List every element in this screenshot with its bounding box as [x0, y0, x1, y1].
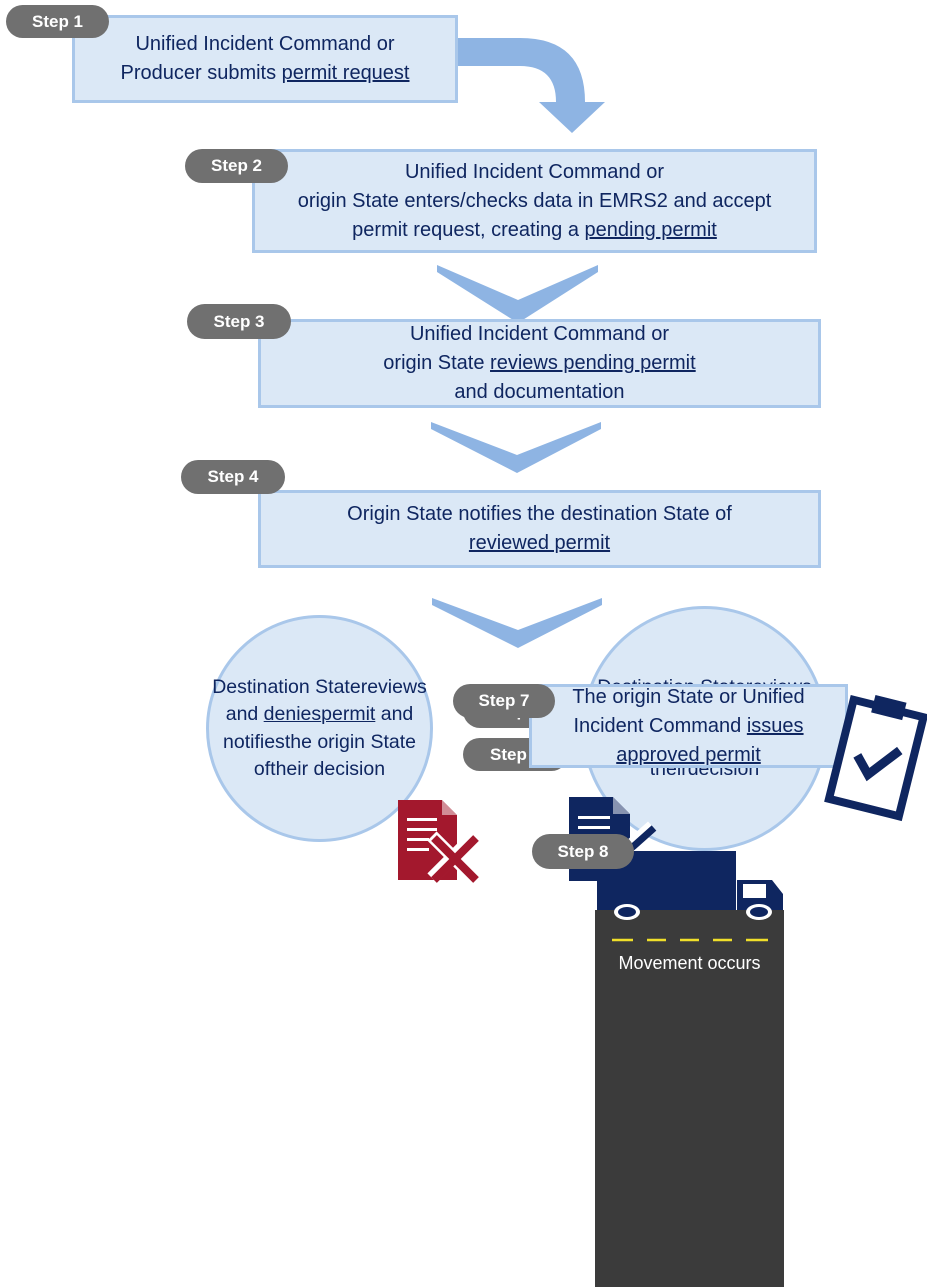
link-text: reviews pending permit — [490, 352, 696, 374]
step-2-box: Unified Incident Command or origin State … — [252, 149, 817, 253]
text-segment: origin State enters/checks data in EMRS2… — [297, 189, 772, 212]
link-text: denies — [263, 703, 322, 725]
text-segment: Unified Incident Command or — [135, 33, 395, 55]
link-text: issues — [746, 714, 804, 737]
text-segment: and notifies — [223, 703, 414, 753]
step-4-box: Origin State notifies the destination St… — [258, 490, 821, 568]
step-3-line-1: Unified Incident Command or — [383, 320, 695, 349]
step-4-badge: Step 4 — [181, 460, 285, 494]
step-3-text: Unified Incident Command or origin State … — [383, 320, 695, 407]
text-segment: permit request, creating a — [352, 218, 585, 241]
step-1-box: Unified Incident Command or Producer subm… — [72, 15, 458, 103]
chevron-down-arrow-1 — [437, 265, 598, 323]
step-7-line-1: The origin State or Unified — [572, 683, 804, 712]
text-segment: Incident Command — [573, 714, 747, 737]
text-segment: Origin State notifies the destination St… — [347, 503, 732, 525]
step-5-line-4: the origin State of — [254, 731, 416, 781]
step-2-line-3: permit request, creating a pending permi… — [298, 216, 772, 245]
step-1-text: Unified Incident Command or Producer subm… — [120, 30, 409, 88]
step-3-badge: Step 3 — [187, 304, 291, 339]
text-segment: Producer submits — [120, 62, 282, 84]
step-4-line-1: Origin State notifies the destination St… — [347, 500, 732, 529]
truck-caption: Movement occurs — [618, 953, 761, 973]
step-5-line-3: permit and notifies — [223, 703, 413, 753]
curved-arrow — [458, 38, 605, 133]
step-2-line-1: Unified Incident Command or — [298, 158, 772, 187]
step-8-badge: Step 8 — [532, 834, 634, 869]
text-segment: the origin State of — [253, 730, 416, 781]
step-3-line-3: and documentation — [383, 378, 695, 407]
down-arrow-approve — [658, 858, 718, 927]
link-text: approved permit — [616, 743, 761, 766]
step-7-line-3: approved permit — [572, 741, 804, 770]
step-1-line-1: Unified Incident Command or — [120, 30, 409, 59]
link-text: permit request — [281, 62, 410, 84]
step-7-line-2: Incident Command issues — [572, 712, 804, 741]
text-segment: Unified Incident Command or — [404, 160, 664, 183]
step-2-badge: Step 2 — [185, 149, 288, 183]
text-segment: Unified Incident Command or — [409, 323, 669, 345]
link-text: permit — [321, 703, 376, 725]
step-3-line-2: origin State reviews pending permit — [383, 349, 695, 378]
text-segment: origin State — [383, 352, 491, 374]
text-segment: their decision — [270, 758, 386, 780]
step-5-line-5: their decision — [270, 758, 385, 780]
text-segment: Destination State — [212, 675, 361, 698]
text-segment: reviews and — [225, 675, 427, 726]
step-2-text: Unified Incident Command or origin State … — [298, 158, 772, 245]
step-1-badge: Step 1 — [6, 5, 109, 38]
step-3-box: Unified Incident Command or origin State … — [258, 319, 821, 408]
step-4-line-2: reviewed permit — [347, 529, 732, 558]
step-5-line-2: reviews and denies — [226, 676, 427, 726]
step-1-line-2: Producer submits permit request — [120, 59, 409, 88]
step-5-text: Destination Statereviews and deniespermi… — [209, 674, 430, 784]
chevron-down-arrow-3 — [432, 598, 602, 648]
step-5-line-1: Destination State — [212, 676, 361, 698]
chevron-down-arrow-2 — [431, 422, 601, 473]
link-text: pending permit — [584, 218, 717, 241]
text-segment: The origin State or Unified — [572, 685, 805, 708]
step-7-badge: Step 7 — [453, 684, 555, 718]
step-2-line-2: origin State enters/checks data in EMRS2… — [298, 187, 772, 216]
step-5-deny-circle: Destination Statereviews and deniespermi… — [206, 615, 433, 842]
text-segment: and documentation — [454, 381, 625, 403]
step-4-text: Origin State notifies the destination St… — [347, 500, 732, 558]
link-text: reviewed permit — [468, 532, 611, 554]
